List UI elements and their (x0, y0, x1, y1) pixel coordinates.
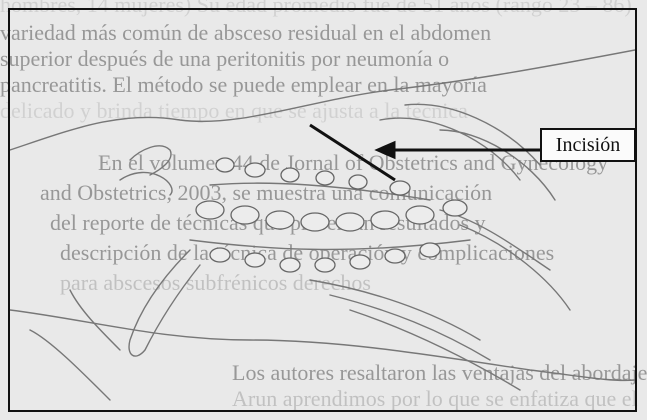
illustration-frame (8, 8, 637, 412)
incision-line (310, 125, 540, 180)
incision-callout-label: Incisión (540, 128, 636, 162)
anatomical-illustration (10, 10, 635, 410)
